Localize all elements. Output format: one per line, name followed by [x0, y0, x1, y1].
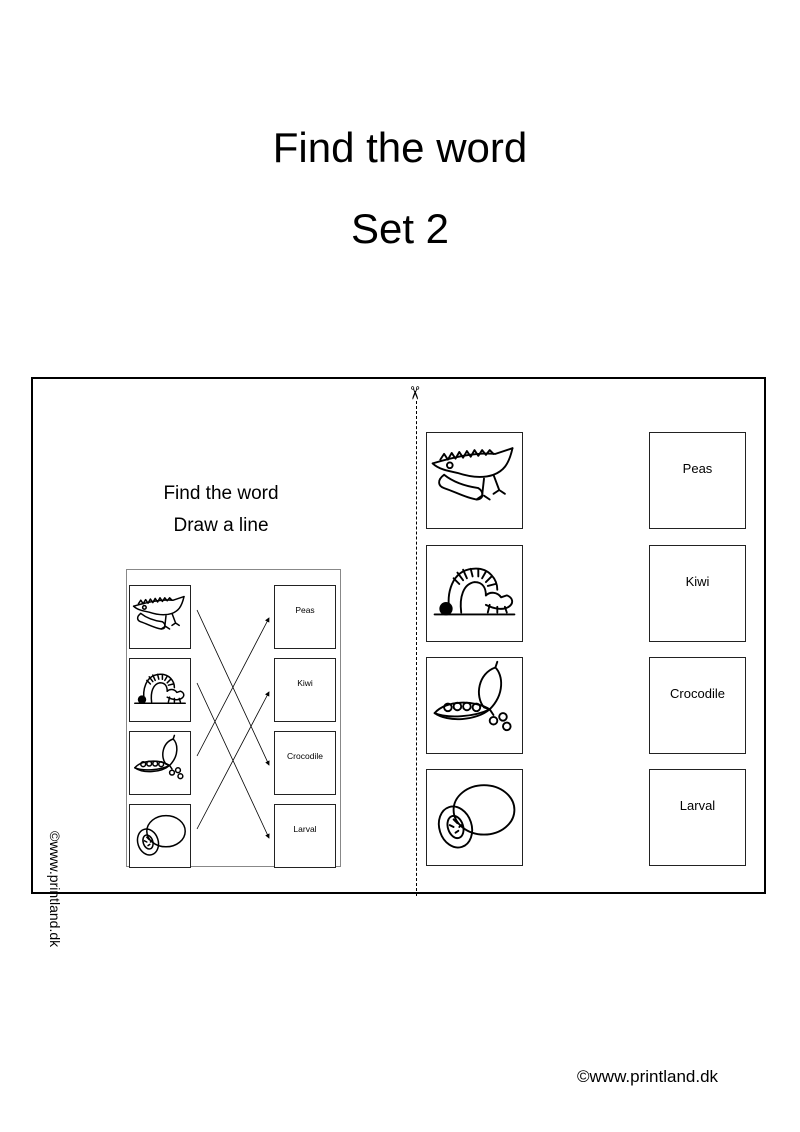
preview-word-peas: Peas — [274, 585, 336, 649]
worksheet-frame: Find the word Draw a line ©www.printland… — [31, 377, 766, 947]
instruction-find-word: Find the word — [163, 483, 279, 504]
card-larva-picture — [426, 545, 523, 642]
preview-word-crocodile: Crocodile — [274, 731, 336, 795]
preview-word-kiwi: Kiwi — [274, 658, 336, 722]
match-line-kiwi — [196, 691, 270, 830]
kiwi-icon — [136, 814, 186, 856]
kiwi-icon — [437, 784, 516, 849]
peas-icon — [433, 660, 512, 732]
page-title: Find the word — [272, 124, 528, 171]
card-word-peas: Peas — [649, 432, 746, 529]
card-word-kiwi: Kiwi — [649, 545, 746, 642]
scissors-icon: ✂ — [404, 385, 425, 401]
peas-icon — [134, 734, 184, 780]
card-word-larval: Larval — [649, 769, 746, 866]
match-line-peas — [196, 617, 270, 757]
example-match-lines — [196, 609, 270, 839]
preview-crocodile-picture — [129, 585, 191, 649]
card-kiwi-picture — [426, 769, 523, 866]
example-preview: Peas Kiwi Crocodile Larval — [126, 569, 341, 868]
preview-peas-picture — [129, 731, 191, 795]
card-word-crocodile: Crocodile — [649, 657, 746, 754]
preview-larva-picture — [129, 658, 191, 722]
instruction-draw-line: Draw a line — [173, 515, 269, 536]
crocodile-icon — [431, 447, 514, 501]
vertical-copyright: ©www.printland.dk — [47, 831, 63, 948]
page-subtitle: Set 2 — [350, 205, 450, 252]
footer-copyright: ©www.printland.dk — [577, 1067, 719, 1086]
cut-line — [416, 401, 417, 896]
preview-kiwi-picture — [129, 804, 191, 868]
larva-icon — [433, 567, 516, 616]
crocodile-icon — [132, 595, 185, 630]
larva-icon — [134, 673, 186, 704]
card-crocodile-picture — [426, 432, 523, 529]
preview-word-larval: Larval — [274, 804, 336, 868]
card-peas-picture — [426, 657, 523, 754]
